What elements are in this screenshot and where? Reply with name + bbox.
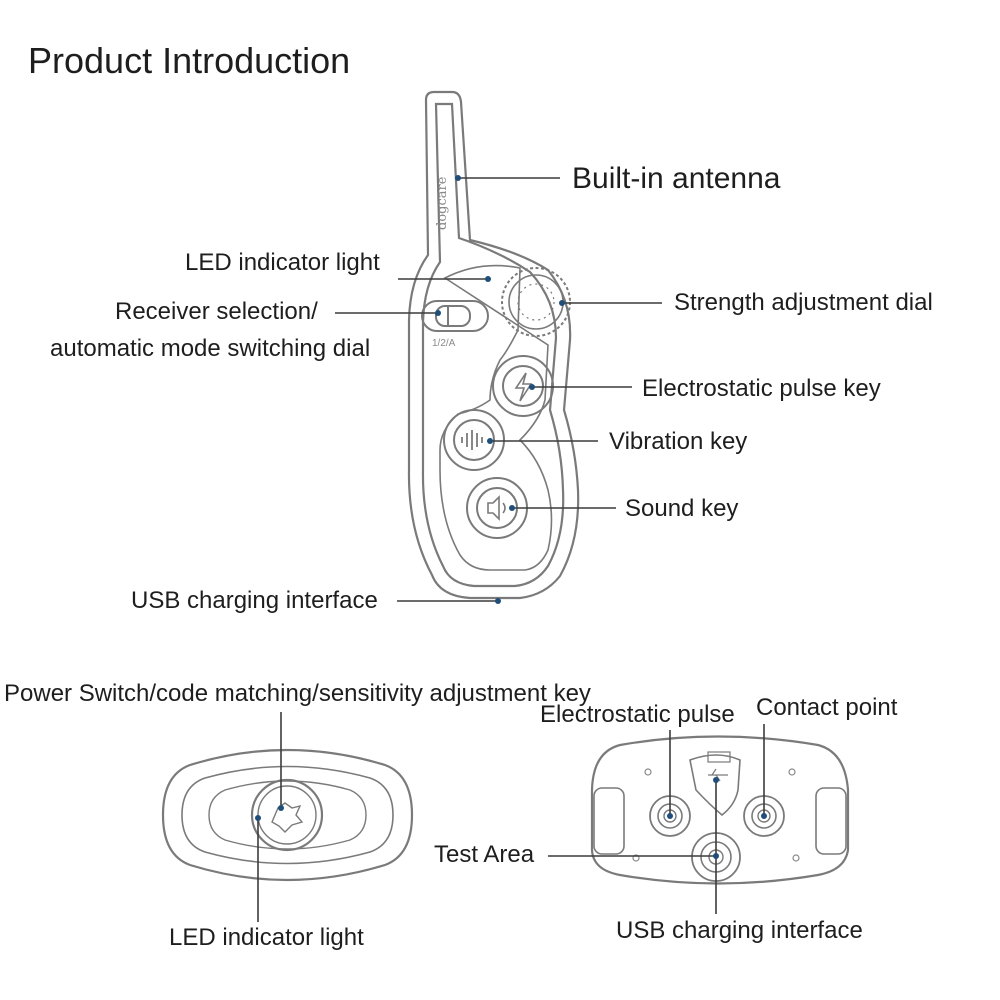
mode-text: 1/2/A xyxy=(432,338,456,349)
receiver-back xyxy=(590,735,850,885)
remote-marker-dots xyxy=(435,175,565,604)
speaker-icon xyxy=(487,495,506,521)
dog-head-icon xyxy=(271,802,304,833)
vibration-icon xyxy=(461,430,483,450)
remote-panel xyxy=(439,264,553,571)
shock-key-label: Electrostatic pulse key xyxy=(642,375,881,402)
receiver-front-leaders xyxy=(257,712,282,922)
remote-outer-body xyxy=(407,90,580,600)
vibration-key-label: Vibration key xyxy=(609,428,748,455)
remote-leader-lines xyxy=(335,177,662,602)
receiver-back-leaders xyxy=(548,724,765,914)
receiver-usb-label: USB charging interface xyxy=(616,917,863,944)
led-label: LED indicator light xyxy=(185,249,380,276)
receiver-front xyxy=(161,748,414,882)
receiver-back-dots xyxy=(667,777,767,859)
screw-icons xyxy=(632,768,800,862)
test-area-label: Test Area xyxy=(434,841,535,868)
receiver-led-label: LED indicator light xyxy=(169,924,364,951)
pulse-label: Electrostatic pulse xyxy=(540,701,735,728)
receiver-front-dots xyxy=(255,805,284,821)
sound-key-label: Sound key xyxy=(625,495,739,522)
brand-text: dogcare xyxy=(435,176,450,230)
shock-key[interactable] xyxy=(492,355,554,417)
usb-label: USB charging interface xyxy=(131,587,378,614)
vibration-key[interactable] xyxy=(443,409,505,471)
lightning-icon xyxy=(514,372,533,402)
receiver-selection-label-1: Receiver selection/ xyxy=(115,298,318,325)
strength-dial-label: Strength adjustment dial xyxy=(674,289,933,316)
antenna-label: Built-in antenna xyxy=(572,162,781,195)
receiver-selection-label-2: automatic mode switching dial xyxy=(50,335,371,362)
power-key-label: Power Switch/code matching/sensitivity a… xyxy=(4,680,591,707)
page-title: Product Introduction xyxy=(28,40,351,81)
contact-point-label: Contact point xyxy=(756,694,898,721)
mode-switch[interactable] xyxy=(421,300,489,332)
power-key[interactable] xyxy=(250,778,324,852)
remote-inner-body xyxy=(421,102,565,588)
remote-transmitter xyxy=(407,90,580,600)
